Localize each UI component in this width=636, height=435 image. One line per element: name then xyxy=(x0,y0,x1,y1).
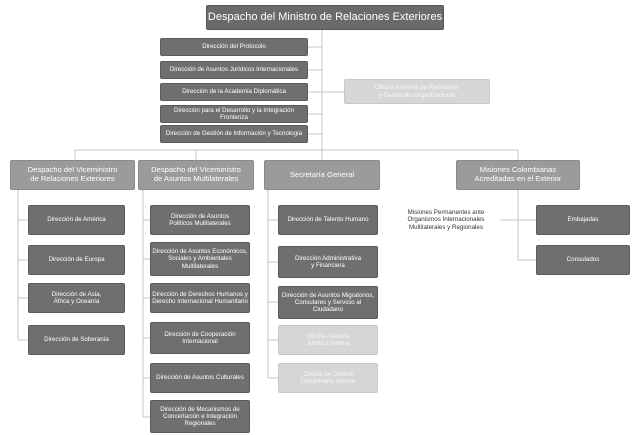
unit-box: Dirección de Derechos Humanos y Derecho … xyxy=(150,283,250,313)
unit-box: Dirección Administrativa y Financiera xyxy=(278,246,378,278)
branch-viceministro-multilaterales: Despacho del Viceministro de Asuntos Mul… xyxy=(138,160,254,190)
embajadas-box: Embajadas xyxy=(536,205,630,235)
unit-box: Dirección de Asuntos Migratorios, Consul… xyxy=(278,286,378,319)
unit-box: Dirección de Asia, África y Oceanía xyxy=(28,283,125,313)
ministro-unit: Dirección de Gestión de Información y Te… xyxy=(160,125,308,143)
unit-box: Dirección de Asuntos Culturales xyxy=(150,363,250,393)
unit-box: Dirección de Talento Humano xyxy=(278,205,378,235)
unit-box: Dirección de Cooperación Internacional xyxy=(150,322,250,354)
ministro-unit: Dirección de la Academia Diplomática xyxy=(160,83,308,101)
unit-box: Dirección de Asuntos Económicos, Sociale… xyxy=(150,242,250,276)
advisory-unit-box: Oficina de Control Disciplinario Interno xyxy=(278,363,378,393)
unit-box: Dirección de Mecanismos de Concertación … xyxy=(150,400,250,433)
advisory-unit-box: Oficina Asesora Jurídica Interna xyxy=(278,325,378,355)
ministro-box: Despacho del Ministro de Relaciones Exte… xyxy=(206,5,444,30)
ministro-unit: Dirección del Protocolo xyxy=(160,38,308,56)
unit-box: Dirección de Soberanía xyxy=(28,325,125,355)
unit-box: Dirección de Asuntos Políticos Multilate… xyxy=(150,205,250,235)
branch-viceministro-relaciones: Despacho del Viceministro de Relaciones … xyxy=(10,160,135,190)
consulados-box: Consulados xyxy=(536,245,630,275)
unit-box: Dirección de Europa xyxy=(28,245,125,275)
misiones-permanentes-text: Misiones Permanentes ante Organismos Int… xyxy=(407,209,485,231)
oficina-asesora-planeacion: Oficina Asesora de Planeación y Desarrol… xyxy=(344,79,490,104)
branch-misiones: Misiones Colombianas Acreditadas en el E… xyxy=(456,160,580,190)
unit-box: Dirección de América xyxy=(28,205,125,235)
branch-secretaria-general: Secretaría General xyxy=(264,160,380,190)
ministro-unit: Dirección de Asuntos Jurídicos Internaci… xyxy=(160,61,308,79)
ministro-unit: Dirección para el Desarrollo y la Integr… xyxy=(160,105,308,123)
